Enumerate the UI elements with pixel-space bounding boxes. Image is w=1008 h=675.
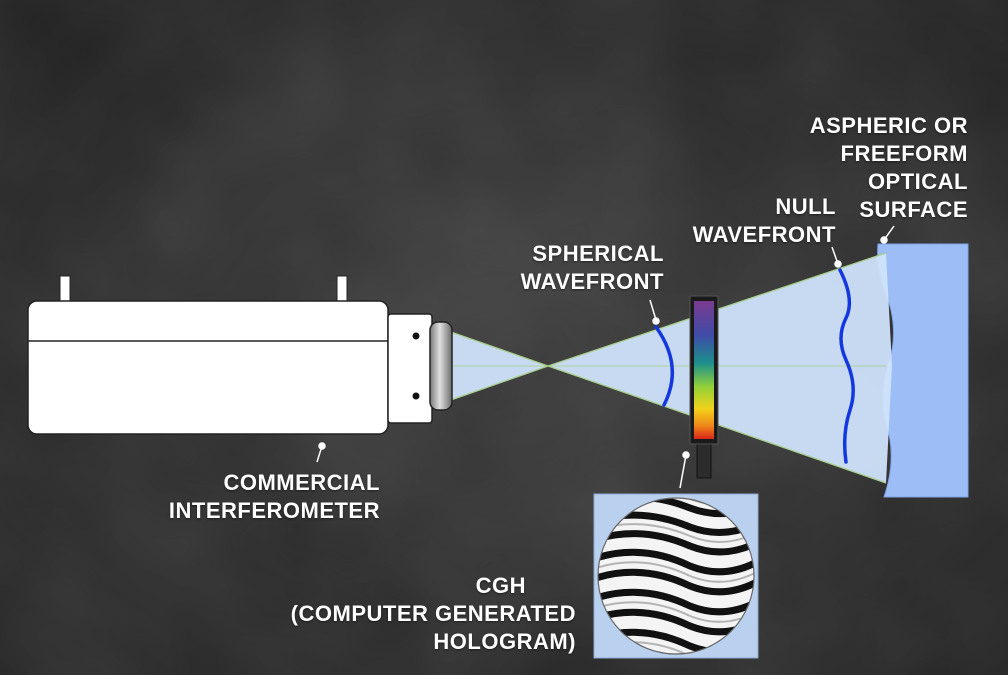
null-wavefront-label: NULL WAVEFRONT (692, 194, 836, 247)
surface-label: ASPHERIC OR FREEFORM OPTICAL SURFACE (809, 113, 968, 222)
interferometer-label: COMMERCIAL INTERFEROMETER (168, 470, 380, 523)
null-wavefront (838, 268, 855, 464)
leader-lines (316, 225, 895, 489)
diverging-beam (548, 253, 892, 483)
spherical-wavefront (654, 325, 675, 407)
cgh-label: CGH (COMPUTER GENERATED HOLOGRAM) (290, 573, 576, 654)
spherical-wavefront-label: SPHERICAL WAVEFRONT (520, 241, 664, 294)
hologram-fringe-pattern-icon (593, 493, 759, 659)
beam-edge-upper-1 (450, 331, 549, 367)
cgh-plate-icon (689, 295, 719, 479)
beam-edge-lower-1 (450, 365, 549, 401)
interferometer-device-icon (27, 275, 453, 435)
